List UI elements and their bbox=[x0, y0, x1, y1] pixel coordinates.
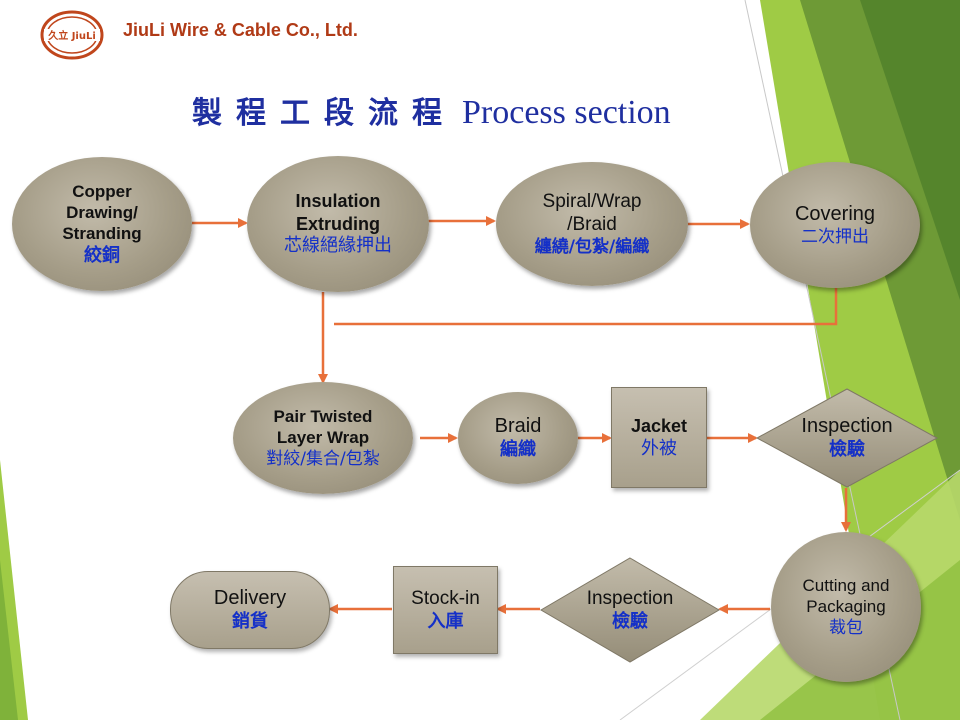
node-label-en: Delivery bbox=[213, 587, 287, 610]
title-chinese: 製程工段流程 bbox=[192, 96, 456, 131]
title-english: Process section bbox=[462, 94, 671, 131]
node-label-en: Packaging bbox=[806, 597, 886, 617]
node-label-en: Pair Twisted bbox=[273, 407, 373, 427]
node-braid[interactable]: Braid 編織 bbox=[458, 392, 578, 484]
node-covering[interactable]: Covering 二次押出 bbox=[750, 162, 920, 288]
node-label-zh: 絞銅 bbox=[84, 244, 120, 266]
node-copper-drawing[interactable]: Copper Drawing/ Stranding 絞銅 bbox=[12, 157, 192, 291]
node-label-en: Braid bbox=[494, 415, 542, 438]
node-label-zh: 銷貨 bbox=[232, 611, 268, 633]
node-spiral-wrap-braid[interactable]: Spiral/Wrap /Braid 纏繞/包紮/編織 bbox=[496, 162, 688, 286]
node-stock-in[interactable]: Stock-in 入庫 bbox=[393, 566, 498, 654]
logo-text: 久立 JiuLi bbox=[47, 29, 96, 42]
node-label-en: /Braid bbox=[567, 214, 617, 236]
diamond-shape bbox=[540, 557, 720, 663]
node-inspection-1[interactable]: Inspection 檢驗 bbox=[756, 388, 938, 488]
company-logo: 久立 JiuLi bbox=[40, 10, 104, 60]
node-delivery[interactable]: Delivery 銷貨 bbox=[170, 571, 330, 649]
node-pair-twisted[interactable]: Pair Twisted Layer Wrap 對絞/集合/包紮 bbox=[233, 382, 413, 494]
node-label-en: Cutting and bbox=[802, 576, 890, 596]
node-label-zh: 編織 bbox=[500, 439, 536, 461]
node-label-en: Layer Wrap bbox=[276, 428, 370, 448]
node-label-en: Copper bbox=[72, 181, 132, 201]
node-label-zh: 纏繞/包紮/編織 bbox=[534, 237, 650, 258]
node-inspection-2[interactable]: Inspection 檢驗 bbox=[540, 557, 720, 663]
company-name: JiuLi Wire & Cable Co., Ltd. bbox=[123, 20, 358, 40]
node-label-en: Spiral/Wrap bbox=[542, 190, 642, 212]
node-jacket[interactable]: Jacket 外被 bbox=[611, 387, 707, 488]
node-label-zh: 裁包 bbox=[829, 617, 863, 638]
node-label-en: Inspection bbox=[801, 415, 893, 438]
node-insulation-extruding[interactable]: Insulation Extruding 芯線絕緣押出 bbox=[247, 156, 429, 292]
node-label-en: Extruding bbox=[296, 213, 380, 234]
node-label-en: Inspection bbox=[586, 587, 674, 609]
node-cutting-packaging[interactable]: Cutting and Packaging 裁包 bbox=[771, 532, 921, 682]
node-label-zh: 入庫 bbox=[427, 610, 464, 632]
node-label-en: Jacket bbox=[630, 416, 688, 436]
node-label-en: Covering bbox=[794, 202, 876, 225]
node-label-zh: 二次押出 bbox=[801, 226, 869, 247]
node-label-en: Stranding bbox=[62, 224, 142, 244]
node-label-en: Insulation bbox=[295, 191, 381, 212]
diamond-shape bbox=[756, 388, 938, 488]
node-label-zh: 芯線絕緣押出 bbox=[284, 235, 392, 257]
node-label-en: Drawing/ bbox=[66, 203, 138, 223]
node-label-en: Stock-in bbox=[411, 587, 480, 609]
node-label-zh: 檢驗 bbox=[612, 610, 648, 632]
node-label-zh: 外被 bbox=[641, 437, 677, 459]
node-label-zh: 檢驗 bbox=[829, 439, 865, 461]
node-label-zh: 對絞/集合/包紮 bbox=[266, 448, 380, 469]
